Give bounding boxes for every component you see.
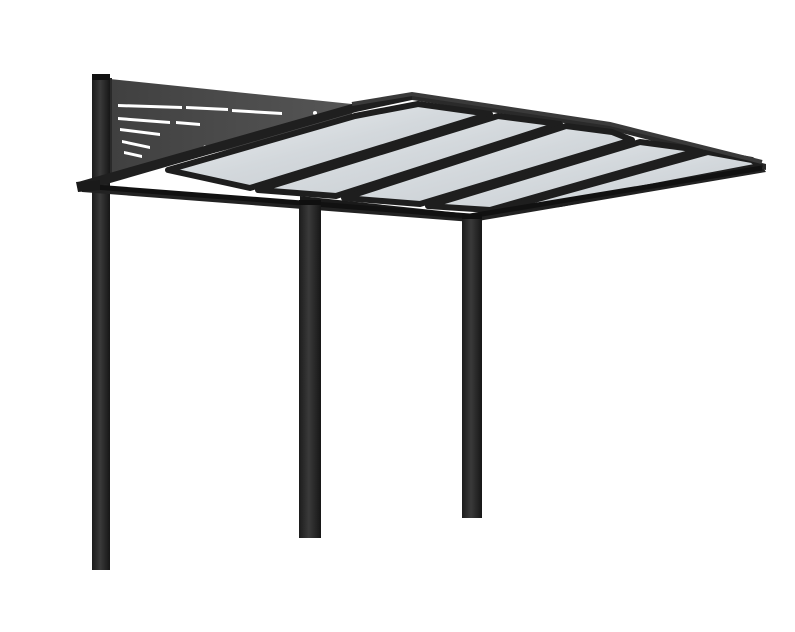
post-right	[462, 214, 482, 518]
roof-panel-2	[255, 113, 563, 199]
post-middle	[299, 200, 321, 538]
wall-slots	[118, 104, 317, 158]
post-back-left	[92, 74, 110, 570]
roof-panel-3	[341, 123, 635, 207]
roof-panel-1	[165, 101, 493, 191]
roof-panel-4	[425, 139, 703, 213]
roof-overhang-left	[76, 180, 100, 192]
